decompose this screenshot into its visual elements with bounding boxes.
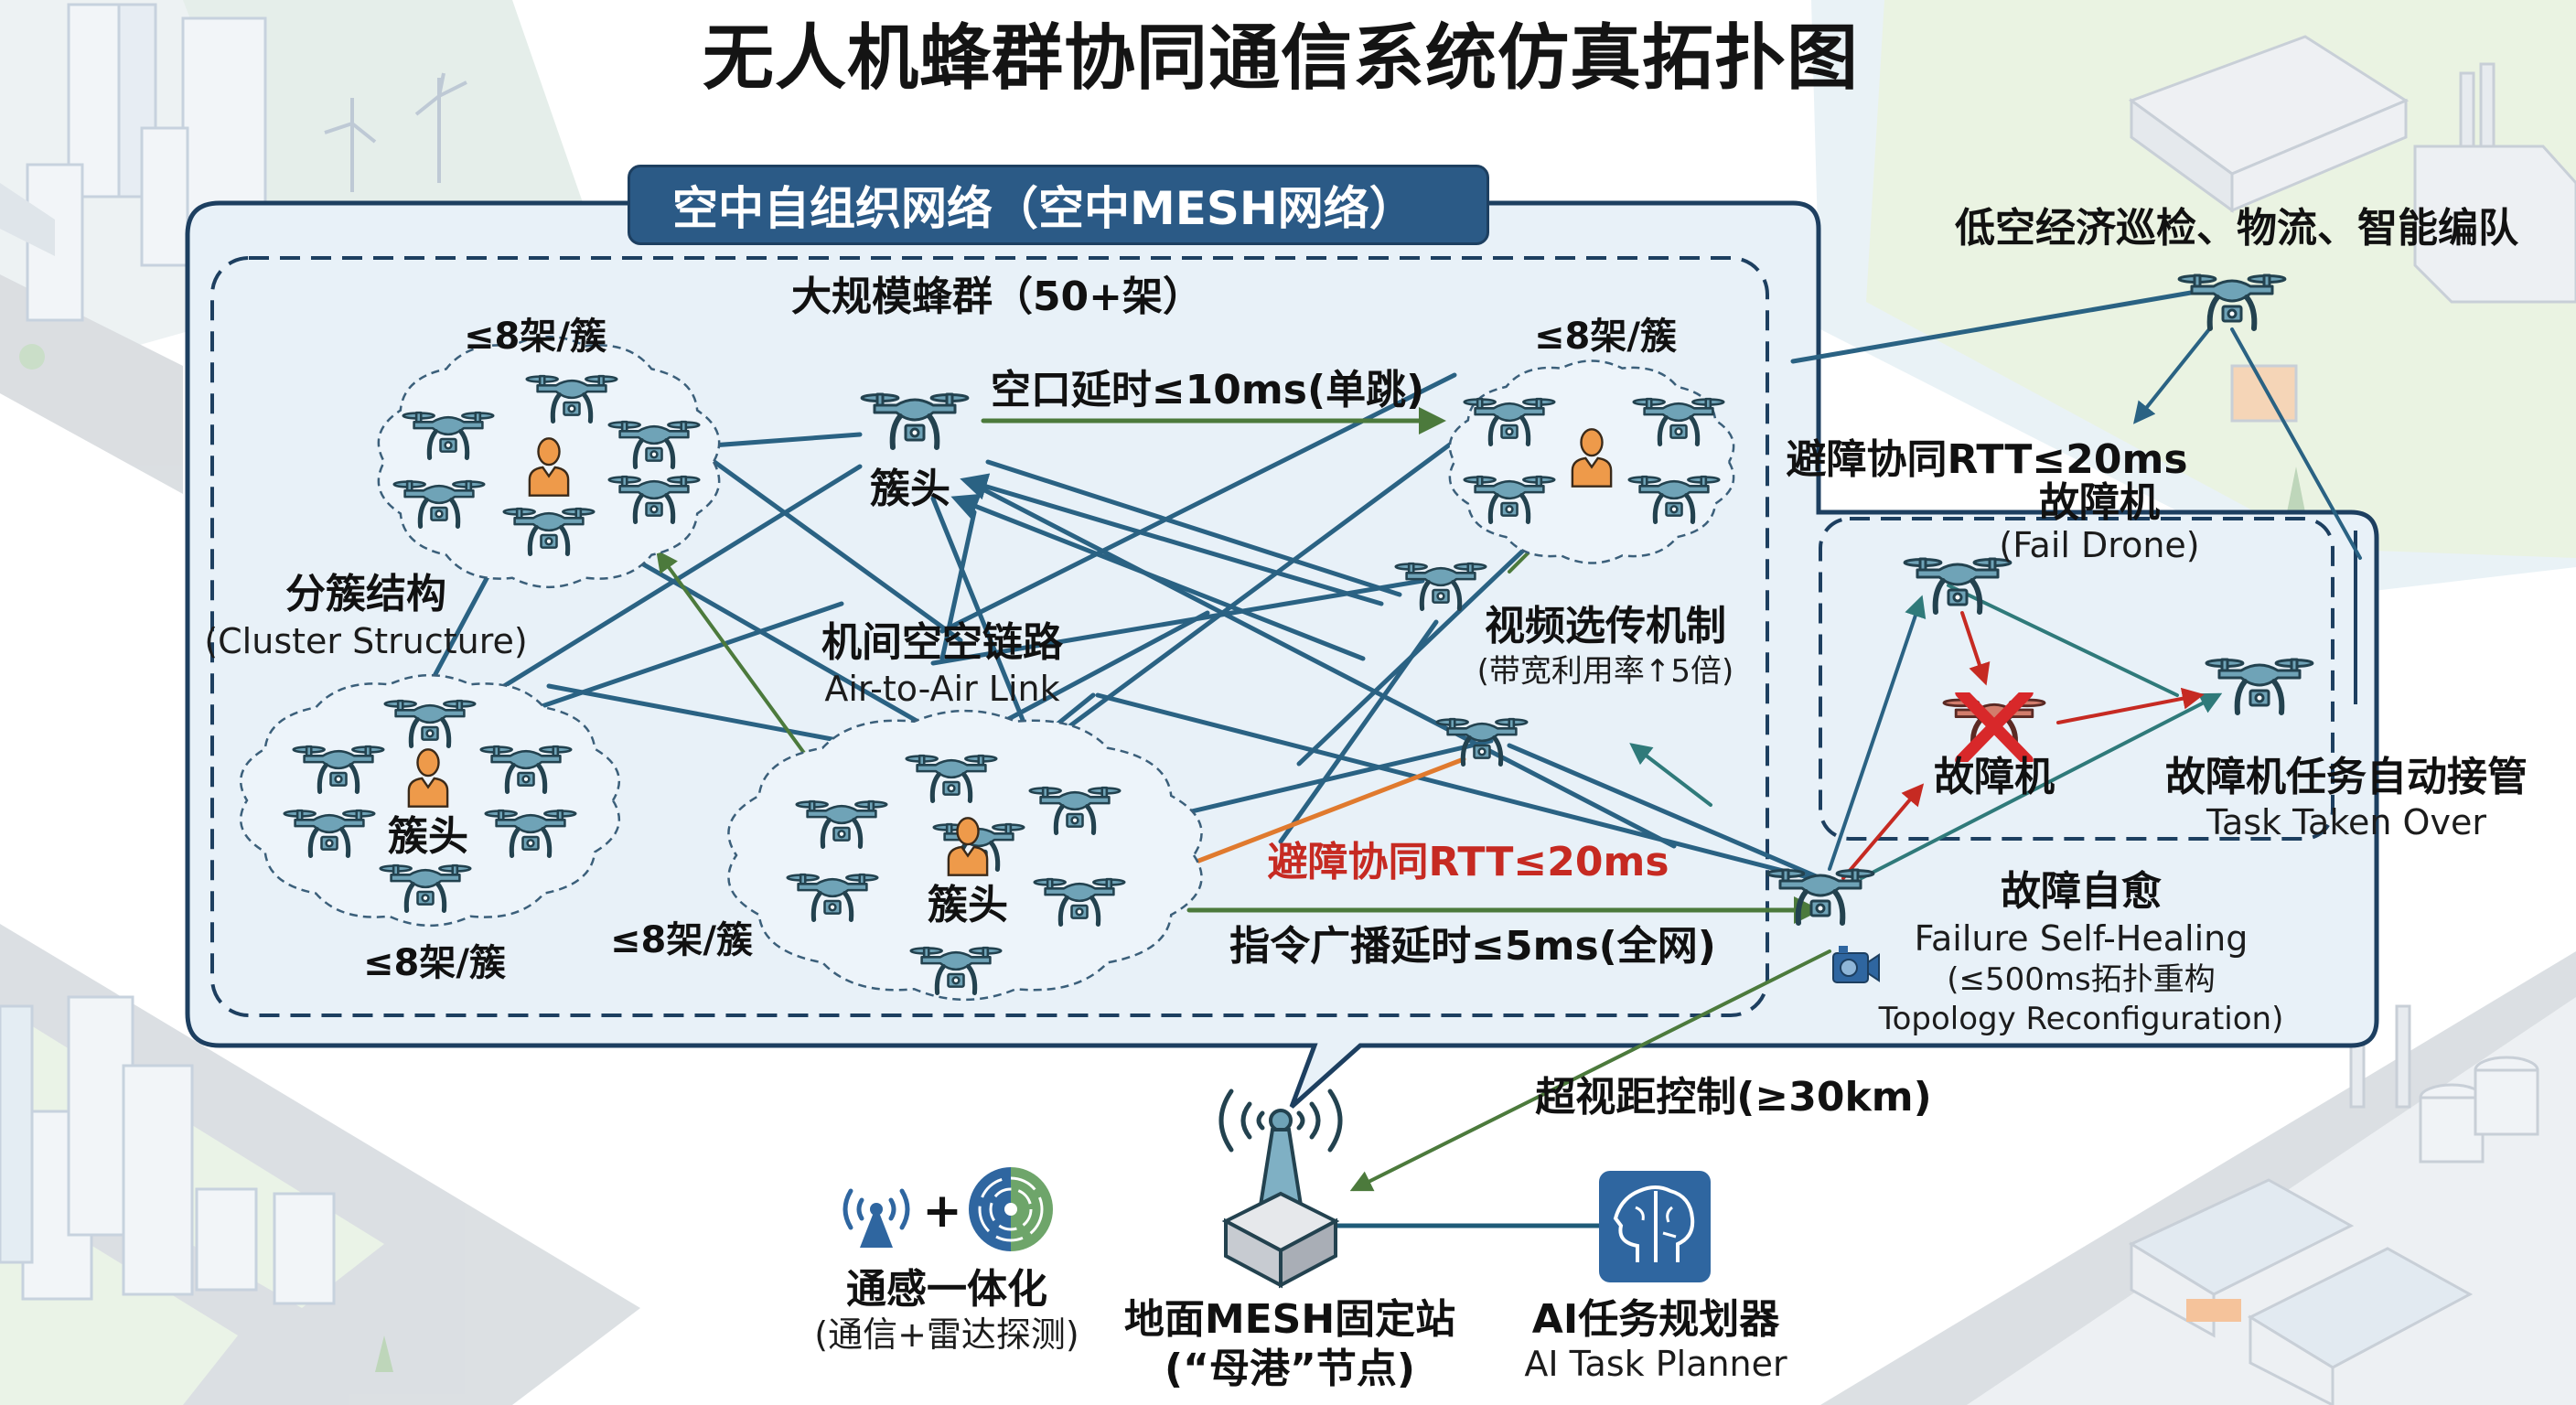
ai-planner-en: AI Task Planner — [1524, 1344, 1787, 1384]
takeover-drone-icon[interactable] — [2206, 660, 2313, 713]
air-to-air-link — [930, 578, 1425, 666]
cluster-head-drone-icon[interactable] — [862, 394, 968, 447]
air-to-air-link — [1177, 738, 1494, 817]
failed-drone-x-icon[interactable] — [1944, 692, 2045, 760]
link-to-cluster-head — [960, 473, 1384, 606]
isac-sub: (通信+雷达探测) — [814, 1314, 1079, 1355]
self-heal-red-arrow — [1841, 783, 1925, 880]
station-sub: (“母港”节点) — [1164, 1346, 1416, 1392]
video-mechanism-cn: 视频选传机制 — [1485, 603, 1726, 649]
panel-banner: 空中自组织网络（空中MESH网络） — [628, 165, 1489, 245]
self-heal-sub2: Topology Reconfiguration) — [1878, 1001, 2284, 1037]
cluster-structure-en: (Cluster Structure) — [204, 621, 528, 661]
uplink — [2230, 327, 2362, 560]
brain-head-icon[interactable] — [1599, 1171, 1711, 1282]
air-to-air-link — [491, 601, 844, 725]
isac-cn: 通感一体化 — [846, 1266, 1047, 1313]
avoid-rtt-right-arrow — [2133, 327, 2211, 424]
patrol-drone-icon[interactable] — [2179, 275, 2285, 328]
avoid-rtt-link — [1186, 756, 1466, 867]
banner-text: 空中自组织网络（空中MESH网络） — [672, 182, 1415, 235]
takeover-red-arrow — [2056, 687, 2205, 724]
takeover-cn: 故障机任务自动接管 — [2165, 754, 2528, 800]
air-link-en: Air-to-Air Link — [824, 669, 1060, 709]
self-heal-en: Failure Self-Healing — [1914, 918, 2249, 959]
avoid-rtt-label: 避障协同RTT≤20ms — [1267, 839, 1669, 885]
cluster-head-label-bl: 簇头 — [388, 813, 468, 860]
self-heal-cn: 故障自愈 — [2001, 868, 2162, 915]
low-altitude-label: 低空经济巡检、物流、智能编队 — [1955, 205, 2518, 252]
self-heal-link — [1828, 595, 1927, 871]
air-latency-label: 空口延时≤10ms(单跳) — [990, 367, 1425, 413]
takeover-link — [1947, 584, 2179, 697]
antenna-signal-icon — [843, 1188, 910, 1248]
air-to-air-link — [1507, 743, 1823, 881]
video-mechanism-sub: (带宽利用率↑5倍) — [1476, 653, 1734, 690]
self-heal-link — [1629, 743, 1712, 807]
industrial-bottom-right — [1820, 951, 2576, 1405]
air-to-air-link — [939, 509, 977, 661]
fail-dashed-box — [1819, 517, 2334, 841]
fail-drone-cn: 故障机 — [1934, 754, 2055, 800]
air-to-air-link — [971, 482, 1677, 849]
cluster-size-label-bottom-left: ≤8架/簇 — [363, 942, 506, 984]
bvlos-arrow — [1349, 949, 1831, 1192]
link-to-cluster-head — [950, 493, 1366, 661]
air-link-cn: 机间空空链路 — [821, 619, 1063, 666]
bvlos-label: 超视距控制(≥30km) — [1535, 1074, 1932, 1121]
air-to-air-link — [939, 372, 1457, 634]
avoid-rtt-right-label: 避障协同RTT≤20ms — [1786, 436, 2188, 483]
takeover-en: Task Taken Over — [2206, 802, 2486, 842]
self-heal-drone-icon[interactable] — [1767, 870, 1873, 923]
swarm-dashed-box — [210, 256, 1769, 1017]
cluster-head-label: 簇头 — [870, 466, 950, 512]
fail-red-arrow — [1960, 611, 1991, 686]
swarm-title: 大规模蜂群（50+架） — [790, 273, 1204, 320]
broadcast-latency-label: 指令广播延时≤5ms(全网) — [1229, 923, 1716, 970]
cluster-cloud-top-right — [1448, 359, 1735, 564]
fail-drone-top-cn: 故障机 — [2039, 479, 2160, 526]
cluster-head-label-bc: 簇头 — [928, 882, 1008, 928]
air-to-air-link — [1095, 692, 1832, 885]
city-top-left — [0, 0, 585, 494]
cluster-size-label-top-right: ≤8架/簇 — [1534, 316, 1677, 358]
ai-planner-cn: AI任务规划器 — [1531, 1296, 1780, 1343]
air-to-air-link — [985, 459, 1402, 597]
self-heal-sub1: (≤500ms拓扑重构 — [1947, 961, 2216, 998]
self-heal-link — [1860, 692, 2223, 880]
page-title: 无人机蜂群协同通信系统仿真拓扑图 — [702, 17, 1860, 100]
relay-drone-icon[interactable] — [1437, 719, 1528, 764]
radio-tower-icon[interactable] — [1218, 1089, 1343, 1289]
radar-icon — [969, 1167, 1053, 1251]
isac-plus: + — [922, 1184, 962, 1239]
city-bottom-left — [0, 924, 640, 1405]
video-camera-icon — [1832, 946, 1880, 983]
industrial-top-right — [1811, 0, 2576, 595]
cluster-size-label-bottom-center: ≤8架/簇 — [610, 919, 753, 961]
fail-drone-top-en: (Fail Drone) — [1999, 525, 2200, 565]
cluster-structure-cn: 分簇结构 — [285, 571, 446, 617]
air-to-air-link — [1790, 290, 2194, 364]
cluster-size-label-top-left: ≤8架/簇 — [464, 316, 606, 358]
station-cn: 地面MESH固定站 — [1123, 1296, 1456, 1343]
